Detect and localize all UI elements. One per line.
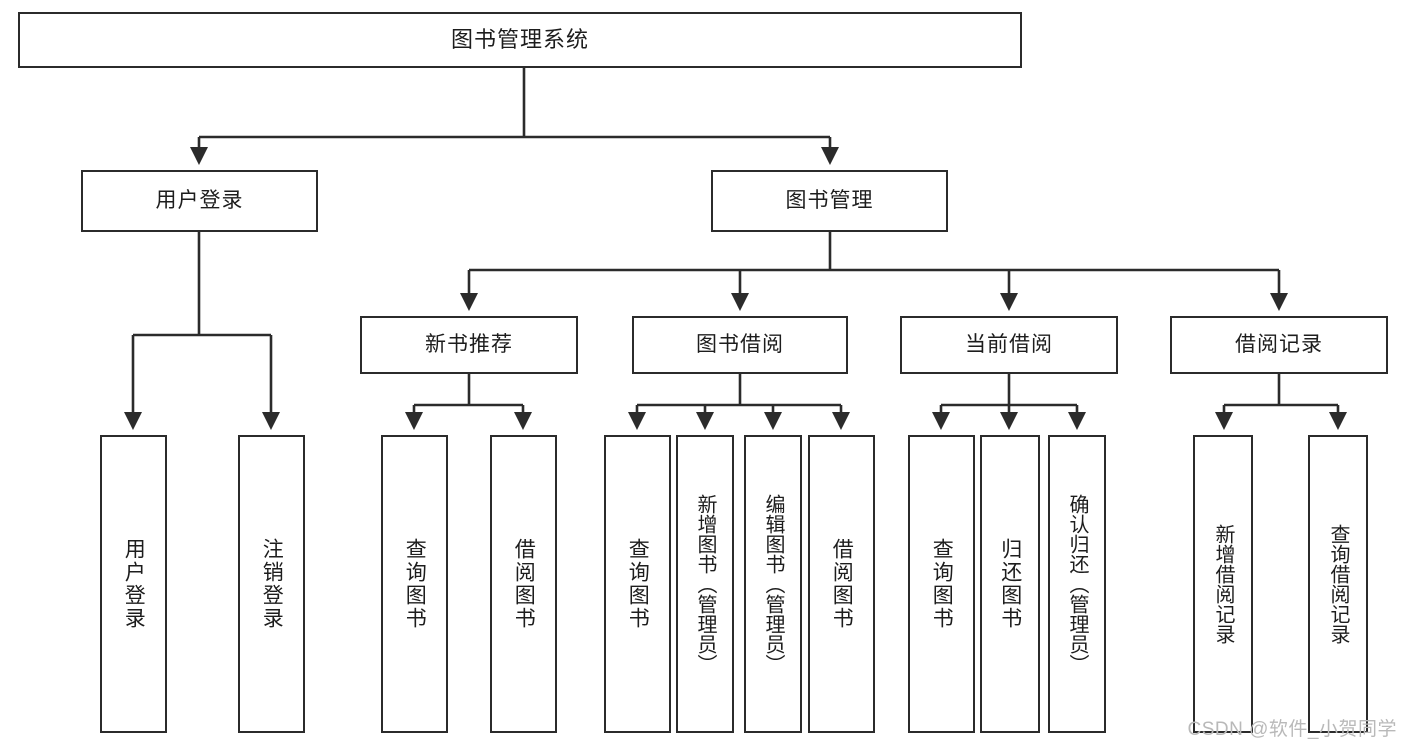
leaf-confirm-return-admin[interactable]: 确认归还（管理员） bbox=[1048, 435, 1106, 733]
node-label: 图书借阅 bbox=[696, 332, 784, 356]
node-label: 查询图书 bbox=[626, 538, 650, 630]
node-label: 图书管理 bbox=[785, 188, 874, 212]
leaf-query-book-current[interactable]: 查询图书 bbox=[908, 435, 975, 733]
node-label: 借阅图书 bbox=[512, 538, 536, 630]
leaf-edit-book-admin[interactable]: 编辑图书（管理员） bbox=[744, 435, 802, 733]
node-label: 当前借阅 bbox=[965, 332, 1053, 356]
node-label: 查询图书 bbox=[930, 538, 954, 630]
node-borrow-record[interactable]: 借阅记录 bbox=[1170, 316, 1388, 374]
leaf-borrow-book[interactable]: 借阅图书 bbox=[808, 435, 875, 733]
node-current-borrow[interactable]: 当前借阅 bbox=[900, 316, 1118, 374]
node-root-system[interactable]: 图书管理系统 bbox=[18, 12, 1022, 68]
node-label: 新增图书（管理员） bbox=[694, 494, 716, 674]
csdn-watermark: CSDN @软件_小贺同学 bbox=[1187, 719, 1397, 740]
node-label: 借阅记录 bbox=[1235, 332, 1323, 356]
node-book-borrow[interactable]: 图书借阅 bbox=[632, 316, 848, 374]
leaf-logout[interactable]: 注销登录 bbox=[238, 435, 305, 733]
node-new-book-recommend[interactable]: 新书推荐 bbox=[360, 316, 578, 374]
leaf-query-borrow-record[interactable]: 查询借阅记录 bbox=[1308, 435, 1368, 733]
node-label: 新增借阅记录 bbox=[1212, 524, 1234, 644]
leaf-query-book-borrow[interactable]: 查询图书 bbox=[604, 435, 671, 733]
node-label: 用户登录 bbox=[122, 538, 146, 630]
node-label: 查询借阅记录 bbox=[1327, 524, 1349, 644]
node-label: 借阅图书 bbox=[830, 538, 854, 630]
leaf-add-borrow-record[interactable]: 新增借阅记录 bbox=[1193, 435, 1253, 733]
node-label: 新书推荐 bbox=[425, 332, 513, 356]
node-label: 查询图书 bbox=[403, 538, 427, 630]
leaf-borrow-book-recommend[interactable]: 借阅图书 bbox=[490, 435, 557, 733]
node-user-login[interactable]: 用户登录 bbox=[81, 170, 318, 232]
node-label: 编辑图书（管理员） bbox=[762, 494, 784, 674]
node-label: 用户登录 bbox=[155, 188, 244, 212]
node-label: 归还图书 bbox=[998, 538, 1022, 630]
node-label: 注销登录 bbox=[260, 538, 284, 630]
leaf-return-book[interactable]: 归还图书 bbox=[980, 435, 1040, 733]
node-label: 图书管理系统 bbox=[450, 27, 589, 53]
node-label: 确认归还（管理员） bbox=[1066, 494, 1088, 674]
leaf-user-login[interactable]: 用户登录 bbox=[100, 435, 167, 733]
leaf-add-book-admin[interactable]: 新增图书（管理员） bbox=[676, 435, 734, 733]
node-book-management[interactable]: 图书管理 bbox=[711, 170, 948, 232]
leaf-query-book-recommend[interactable]: 查询图书 bbox=[381, 435, 448, 733]
